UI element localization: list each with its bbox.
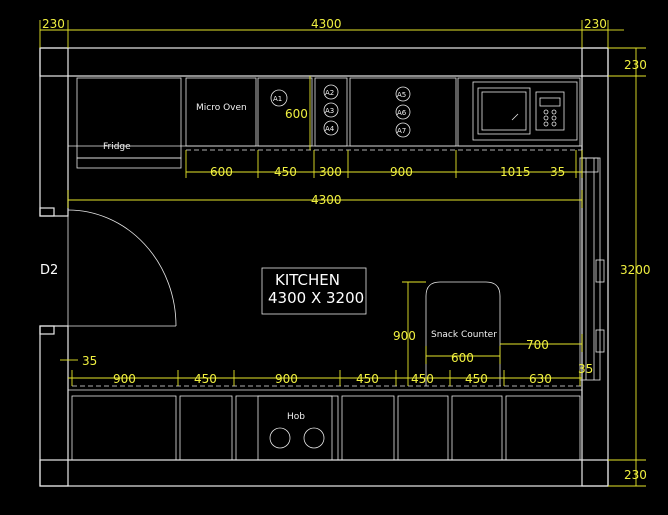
wall-bottom <box>39 459 609 487</box>
dim-bottom-unit-2: 450 <box>194 372 217 386</box>
burner-a3 <box>323 102 339 118</box>
dim-inner-width: 4300 <box>311 193 342 207</box>
micro-oven <box>185 77 257 147</box>
snack-counter: Snack Counter <box>425 281 501 386</box>
dim-gap-right: 35 <box>578 362 593 376</box>
hob-burner-left <box>269 427 291 449</box>
burner-a6-label: A6 <box>397 109 407 117</box>
top-counter: Fridge Micro Oven <box>68 77 599 173</box>
dim-wall-bottom-side: 230 <box>624 468 647 482</box>
snack-counter-label: Snack Counter <box>431 330 497 340</box>
dim-gap-left: 35 <box>82 354 97 368</box>
wall-left-upper <box>39 47 69 217</box>
door-jamb-top <box>39 207 55 217</box>
dim-snack-height: 900 <box>393 329 416 343</box>
dim-room-depth: 3200 <box>620 263 651 277</box>
burner-a4-label: A4 <box>325 125 335 133</box>
room-size: 4300 X 3200 <box>268 289 364 307</box>
hob-burner-right <box>303 427 325 449</box>
dim-bottom-unit-1: 900 <box>113 372 136 386</box>
dim-bottom-unit-7: 630 <box>529 372 552 386</box>
hob-label: Hob <box>287 412 305 422</box>
dim-bottom-unit-6: 450 <box>465 372 488 386</box>
dim-wall-right: 230 <box>584 17 607 31</box>
dim-wall-top-side: 230 <box>624 58 647 72</box>
dim-cabinet-depth: 600 <box>285 107 308 121</box>
dim-top-unit-2: 450 <box>274 165 297 179</box>
door-label: D2 <box>40 263 58 278</box>
burner-a7 <box>395 122 411 138</box>
bottom-counter: Hob <box>68 385 582 461</box>
wall-left-lower <box>39 325 69 487</box>
hob-unit <box>235 395 339 461</box>
dim-top-unit-5: 1015 <box>500 165 531 179</box>
dim-top-unit-3: 300 <box>319 165 342 179</box>
built-in-oven <box>457 77 581 147</box>
door-jamb-bottom <box>39 325 55 335</box>
dim-top-unit-6: 35 <box>550 165 565 179</box>
dimensions: 230 4300 230 230 3200 230 600 600 450 30… <box>39 17 651 487</box>
fridge-label: Fridge <box>103 142 131 152</box>
door-d2: D2 <box>40 209 177 327</box>
wall-right <box>581 47 609 487</box>
dim-bottom-unit-4: 450 <box>356 372 379 386</box>
dim-snack-gap: 700 <box>526 338 549 352</box>
dim-top-unit-4: 900 <box>390 165 413 179</box>
room-title-box: KITCHEN 4300 X 3200 <box>261 267 367 315</box>
room-title: KITCHEN <box>275 271 340 289</box>
window-opening <box>579 157 601 381</box>
burner-a1-label: A1 <box>273 95 282 103</box>
burner-a1 <box>270 89 288 107</box>
unit-a1 <box>257 77 313 147</box>
walls <box>39 47 609 487</box>
burner-a5-label: A5 <box>397 91 406 99</box>
burner-a7-label: A7 <box>397 127 406 135</box>
burners: A1 A2 A3 A4 A5 A6 A7 <box>270 84 411 138</box>
dim-overall-top: 4300 <box>311 17 342 31</box>
dim-bottom-unit-5: 450 <box>411 372 434 386</box>
dim-wall-left: 230 <box>42 17 65 31</box>
wall-top <box>39 47 609 77</box>
dim-top-unit-1: 600 <box>210 165 233 179</box>
unit-a2-a4 <box>314 77 348 147</box>
micro-oven-label: Micro Oven <box>196 103 247 113</box>
burner-a4 <box>323 120 339 136</box>
unit-a5-a7 <box>349 77 457 147</box>
burner-a2 <box>323 84 339 100</box>
burner-a5 <box>395 86 411 102</box>
burner-a6 <box>395 104 411 120</box>
dim-snack-width: 600 <box>451 351 474 365</box>
burner-a3-label: A3 <box>325 107 334 115</box>
burner-a2-label: A2 <box>325 89 334 97</box>
dim-bottom-unit-3: 900 <box>275 372 298 386</box>
